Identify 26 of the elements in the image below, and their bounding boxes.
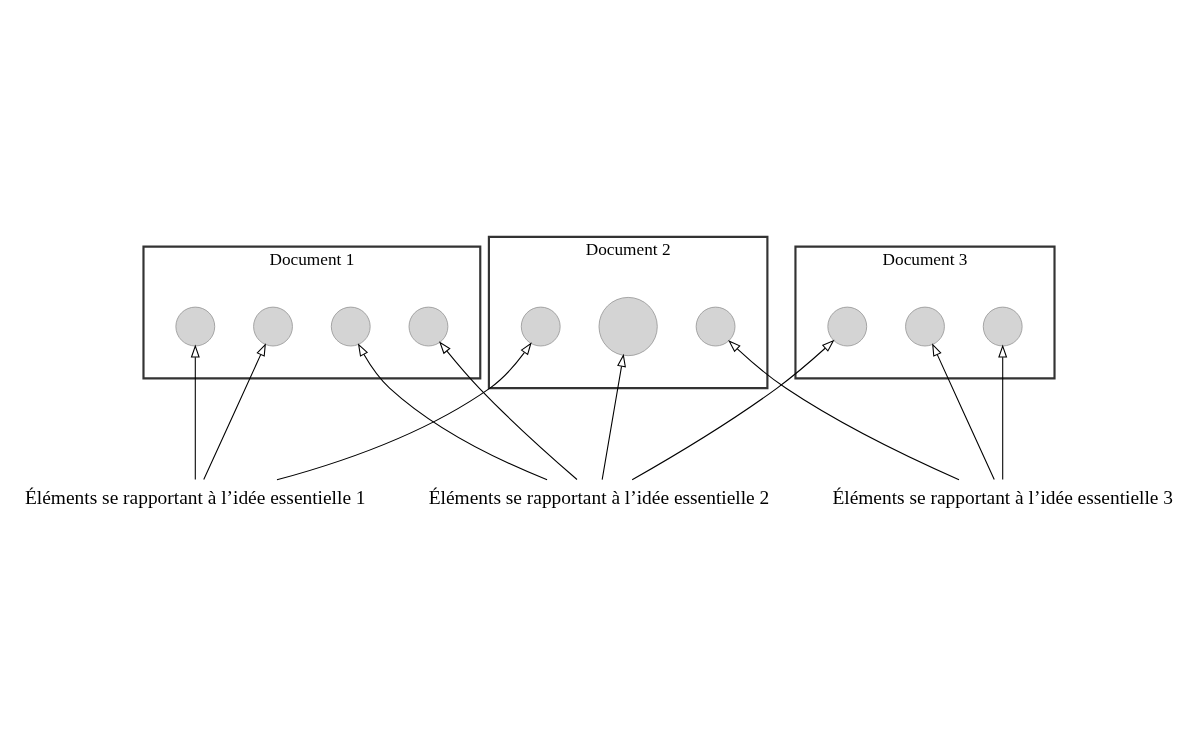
cluster: Document 2	[487, 235, 769, 389]
arrow	[998, 344, 1008, 480]
node-circle	[408, 306, 449, 346]
arrow	[601, 353, 626, 480]
arrow	[276, 341, 532, 480]
arrow	[728, 339, 960, 480]
arrow	[932, 342, 995, 480]
arrow	[203, 342, 266, 480]
node-text: Éléments se rapportant à l’idée essentielle 3	[832, 486, 1173, 508]
node-circle	[905, 306, 945, 346]
node-circle	[695, 306, 736, 346]
node-circle	[253, 306, 293, 346]
node-text: Éléments se rapportant à l’idée essentielle 2	[428, 486, 770, 508]
arrow	[631, 339, 835, 480]
node-circle	[520, 306, 561, 346]
node-circle	[598, 296, 658, 356]
arrow	[357, 342, 548, 480]
cluster: Document 3	[794, 245, 1056, 379]
arrow	[439, 340, 578, 480]
node-circle	[175, 306, 216, 346]
node-circle	[982, 306, 1023, 346]
arrow	[190, 344, 200, 480]
cluster: Document 1	[142, 245, 482, 379]
node-text: Éléments se rapportant à l’idée essentielle 1	[25, 486, 366, 508]
node-circle	[330, 306, 371, 346]
node-circle	[827, 306, 868, 346]
